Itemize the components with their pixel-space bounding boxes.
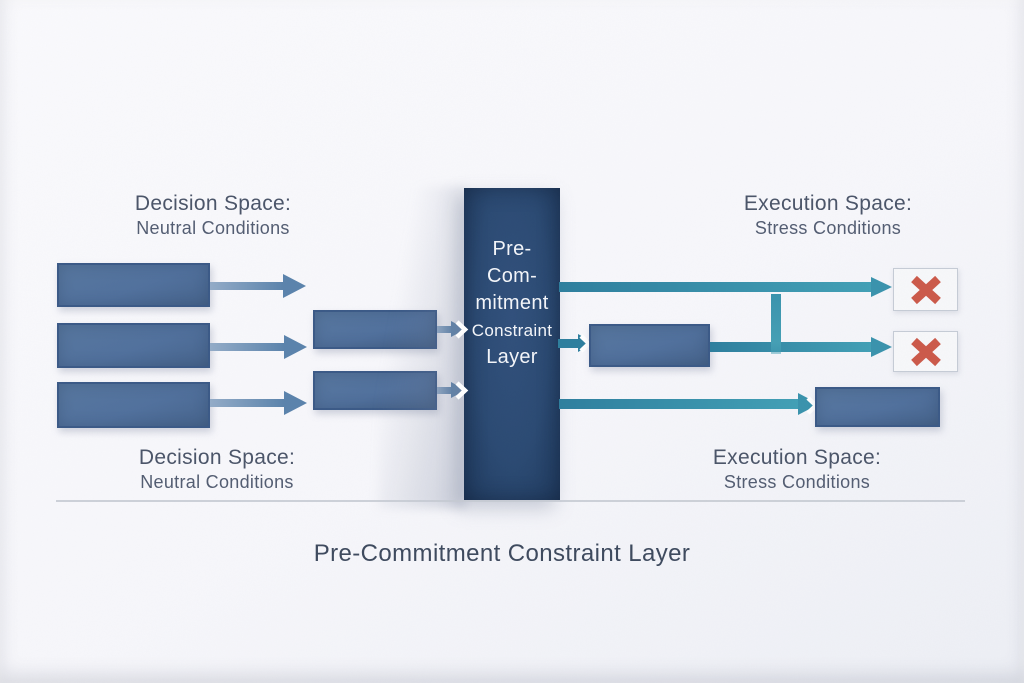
arrow-head-icon [871,277,892,297]
decision-space-bottom-title: Decision Space: [138,446,296,469]
bar-label-line-4: Constraint [471,321,553,340]
blocked-outcome-box-1 [893,268,958,311]
blocked-outcome-box-2 [893,331,958,372]
constraint-layer-bar: Pre- Com- mitment Constraint Layer [464,188,560,500]
decision-space-top-heading: Decision Space: Neutral Conditions [63,192,363,241]
bar-label-line-2: Com- [486,265,538,287]
x-mark-icon [910,337,941,366]
decision-space-bottom-heading: Decision Space: Neutral Conditions [67,446,367,495]
bar-cast-shadow [378,186,466,508]
decision-option-box-3 [57,382,210,428]
constraint-connector-bar [771,294,781,354]
execution-committed-box [589,324,710,367]
decision-space-top-title: Decision Space: [134,192,292,215]
divider-line [56,500,965,502]
decision-space-bottom-subtitle: Neutral Conditions [140,472,294,492]
arrow-shaft [559,282,872,292]
entry-chevron-icon [455,320,469,339]
arrow-head-icon [284,335,307,359]
arrow-shaft [210,343,285,351]
arrow-shaft [210,399,285,407]
execution-space-top-subtitle: Stress Conditions [754,218,902,238]
execution-space-top-title: Execution Space: [743,192,913,215]
arrow-head-icon [283,274,306,298]
arrow-shaft [559,399,799,409]
execution-space-bottom-subtitle: Stress Conditions [723,472,871,492]
arrow-shaft [710,342,872,352]
arrow-head-icon [284,391,307,415]
execution-space-bottom-title: Execution Space: [712,446,882,469]
decision-space-top-subtitle: Neutral Conditions [136,218,290,238]
bar-label-line-3: mitment [475,292,549,314]
arrow-head-icon [871,337,892,357]
bar-label-line-5: Layer [486,346,538,368]
execution-space-bottom-heading: Execution Space: Stress Conditions [647,446,947,495]
execution-space-top-heading: Execution Space: Stress Conditions [678,192,978,241]
bar-label-line-1: Pre- [492,238,532,260]
decision-option-box-2 [57,323,210,368]
diagram-title: Pre-Commitment Constraint Layer [313,540,691,567]
arrow-shaft [210,282,284,290]
x-mark-icon [910,275,941,304]
arrow-shaft [558,339,580,348]
entry-chevron-icon [455,381,469,400]
decision-option-box-1 [57,263,210,307]
execution-outcome-box [815,387,940,427]
